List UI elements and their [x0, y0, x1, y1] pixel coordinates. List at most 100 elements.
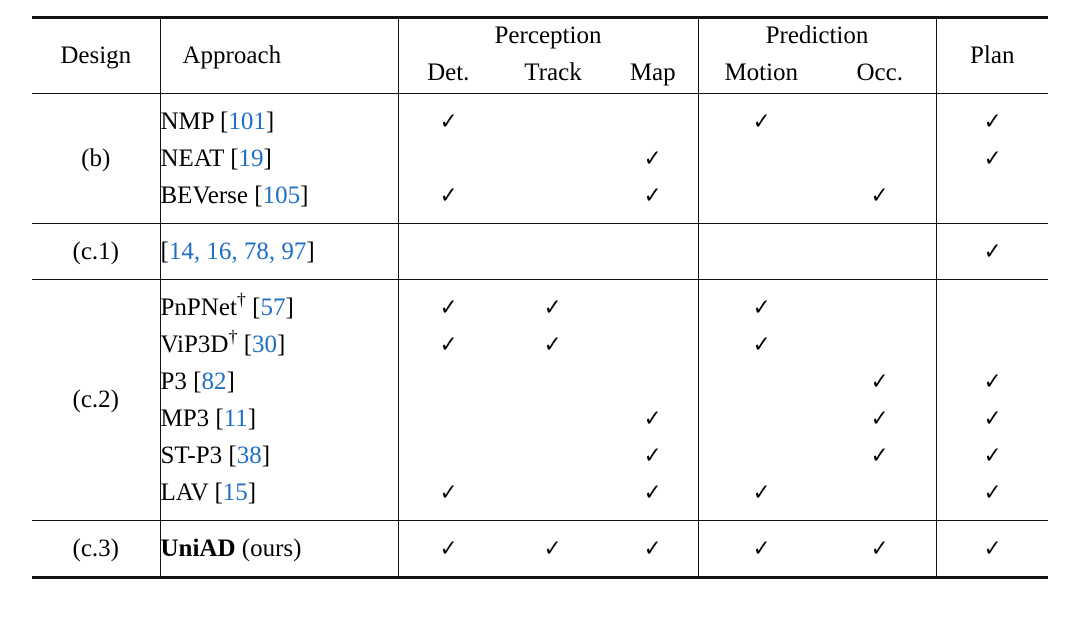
citation-bracket-open: [: [214, 478, 223, 506]
dagger-marker: †: [236, 289, 246, 310]
cell-motion: ✓: [697, 103, 824, 140]
approach-suffix: (ours): [235, 534, 302, 562]
table-row: (c.2)PnPNet† [57]✓✓✓: [32, 289, 1048, 413]
cell-det: ✓: [397, 474, 498, 511]
header-track: Track: [524, 59, 582, 86]
design-label: (b): [81, 144, 111, 172]
header-plan: Plan: [935, 19, 1048, 94]
check-icon: ✓: [544, 535, 562, 562]
cell-occ: [824, 289, 936, 326]
cell-track: [498, 474, 608, 511]
design-label: (c.1): [72, 237, 120, 265]
check-icon: ✓: [983, 535, 1002, 562]
citation-bracket-open: [: [160, 237, 169, 265]
cell-plan: ✓: [935, 437, 1048, 474]
check-icon: ✓: [870, 182, 889, 209]
section-spacer: [32, 270, 1048, 280]
cell-occ: ✓: [824, 400, 936, 437]
citation-number[interactable]: 19: [238, 144, 264, 172]
check-icon: ✓: [643, 442, 662, 469]
check-icon: ✓: [643, 182, 662, 209]
cell-det: [397, 233, 498, 270]
check-icon: ✓: [643, 405, 662, 432]
header-motion: Motion: [697, 53, 824, 94]
citation-number[interactable]: 30: [252, 330, 278, 358]
approach-cell: UniAD (ours): [159, 530, 398, 567]
cell-plan: ✓: [935, 363, 1048, 400]
citation-number[interactable]: 105: [262, 181, 301, 209]
design-label: (c.2): [72, 386, 120, 413]
check-icon: ✓: [870, 368, 889, 395]
citation-number[interactable]: 101: [228, 107, 266, 135]
cell-plan: ✓: [935, 474, 1048, 511]
cell-occ: ✓: [824, 177, 936, 214]
cell-plan: ✓: [935, 530, 1048, 567]
approach-cell: [14, 16, 78, 97]: [159, 233, 398, 270]
citation-number[interactable]: 57: [260, 293, 286, 321]
table-row: P3 [82] ✓ ✓: [32, 363, 1048, 400]
table-rule: [32, 93, 1048, 94]
citation-number[interactable]: 11: [223, 404, 248, 432]
cell-det: [397, 400, 498, 437]
cell-plan: ✓: [935, 400, 1048, 437]
approach-name: BEVerse: [160, 181, 248, 209]
check-icon: ✓: [544, 294, 562, 321]
check-icon: ✓: [983, 442, 1002, 469]
check-icon: ✓: [752, 479, 771, 506]
citation-number[interactable]: 14, 16, 78, 97: [168, 237, 307, 265]
cell-motion: ✓: [697, 326, 824, 363]
cell-det: [397, 437, 498, 474]
check-icon: ✓: [983, 145, 1002, 172]
cell-motion: ✓: [697, 530, 824, 567]
table-row: MP3 [11]✓✓✓: [32, 400, 1048, 437]
cell-track: [498, 400, 608, 437]
cell-map: ✓: [608, 140, 698, 177]
citation-number[interactable]: 82: [201, 367, 227, 395]
approach-name: NMP: [160, 107, 214, 135]
cell-occ: [824, 233, 936, 270]
cell-det: ✓: [397, 289, 498, 326]
section-spacer: [32, 280, 1048, 289]
check-icon: ✓: [439, 108, 458, 135]
citation-bracket-close: ]: [300, 181, 309, 209]
check-icon: ✓: [752, 294, 771, 321]
cell-track: ✓: [498, 326, 608, 363]
approach-cell: NEAT [19]: [159, 140, 398, 177]
cell-occ: ✓: [824, 437, 936, 474]
check-icon: ✓: [439, 182, 458, 209]
citation-bracket-close: ]: [306, 237, 315, 265]
cell-occ: [824, 326, 936, 363]
header-det: Det.: [397, 53, 498, 94]
cell-motion: [697, 437, 824, 474]
cell-occ: ✓: [824, 530, 936, 567]
citation-number[interactable]: 38: [236, 441, 262, 469]
citation-bracket-open: [: [243, 330, 253, 358]
check-icon: ✓: [439, 294, 458, 321]
table-row: (c.1)[14, 16, 78, 97]✓: [32, 233, 1048, 270]
cell-motion: ✓: [697, 289, 824, 326]
cell-plan: [935, 326, 1048, 363]
cell-det: ✓: [397, 326, 498, 363]
check-icon: ✓: [870, 442, 889, 469]
citation-bracket-open: [: [228, 441, 237, 469]
cell-det: ✓: [397, 177, 498, 214]
citation-bracket-close: ]: [261, 441, 271, 469]
citation-bracket-close: ]: [277, 330, 286, 358]
cell-track: [498, 103, 608, 140]
table-rule: [32, 223, 1048, 224]
approach-cell: ViP3D† [30]: [159, 326, 398, 363]
approach-cell: P3 [82]: [159, 363, 398, 400]
cell-track: [498, 233, 608, 270]
cell-motion: [697, 177, 824, 214]
cell-occ: ✓: [824, 363, 936, 400]
approach-name: MP3: [160, 404, 210, 432]
cell-det: ✓: [397, 530, 498, 567]
table-row: NEAT [19] ✓ ✓: [32, 140, 1048, 177]
cell-track: [498, 363, 608, 400]
citation-number[interactable]: 15: [222, 478, 248, 506]
citation-bracket-close: ]: [247, 404, 257, 432]
table-rule: [32, 16, 1048, 20]
check-icon: ✓: [752, 535, 771, 562]
section-spacer: [32, 521, 1048, 530]
